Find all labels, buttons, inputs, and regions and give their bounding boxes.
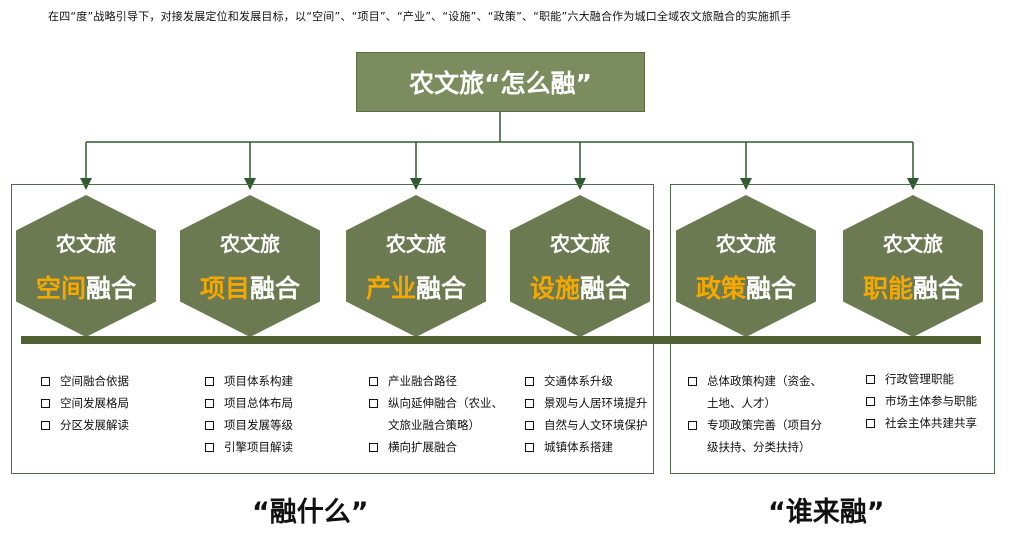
hex-rest: 融合 <box>250 273 301 303</box>
hex-rest: 融合 <box>86 273 137 303</box>
list-function: 行政管理职能 市场主体参与职能 社会主体共建共享 <box>866 368 977 434</box>
list-item: 项目发展等级 <box>205 414 293 436</box>
list-industry: 产业融合路径 纵向延伸融合（农业、 文旅业融合策略） 横向扩展融合 <box>369 370 503 458</box>
intro-text: 在四“度”战略引导下，对接发展定位和发展目标，以“空间”、“项目”、“产业”、“… <box>48 10 792 23</box>
list-item: 专项政策完善（项目分 级扶持、分类扶持） <box>688 414 822 458</box>
divider-band <box>21 336 981 344</box>
list-item: 纵向延伸融合（农业、 文旅业融合策略） <box>369 392 503 436</box>
hex-top-label: 农文旅 <box>56 231 116 256</box>
hex-rest: 融合 <box>913 273 964 303</box>
list-item: 行政管理职能 <box>866 368 977 390</box>
list-item-line: 土地、人才） <box>707 396 776 410</box>
hex-top-label: 农文旅 <box>386 231 446 256</box>
list-item: 总体政策构建（资金、 土地、人才） <box>688 370 822 414</box>
list-item: 项目总体布局 <box>205 392 293 414</box>
list-item: 分区发展解读 <box>41 414 129 436</box>
list-item-line: 文旅业融合策略） <box>388 418 480 432</box>
hex-highlight: 职能 <box>862 273 913 303</box>
list-item-line: 级扶持、分类扶持） <box>707 440 811 454</box>
hex-top-label: 农文旅 <box>550 231 610 256</box>
list-policy: 总体政策构建（资金、 土地、人才） 专项政策完善（项目分 级扶持、分类扶持） <box>688 370 822 458</box>
list-item-line: 总体政策构建（资金、 <box>707 374 822 388</box>
hex-highlight: 设施 <box>529 273 580 303</box>
right-group-frame <box>670 184 995 474</box>
hex-highlight: 政策 <box>695 273 746 303</box>
list-item: 项目体系构建 <box>205 370 293 392</box>
hex-highlight: 项目 <box>199 273 250 303</box>
hex-rest: 融合 <box>416 273 467 303</box>
hex-rest: 融合 <box>580 273 631 303</box>
hex-top-label: 农文旅 <box>883 231 943 256</box>
list-item: 自然与人文环境保护 <box>525 414 648 436</box>
list-item: 景观与人居环境提升 <box>525 392 648 414</box>
list-item: 横向扩展融合 <box>369 436 503 458</box>
list-item: 城镇体系搭建 <box>525 436 648 458</box>
list-space: 空间融合依据 空间发展格局 分区发展解读 <box>41 370 129 436</box>
hex-highlight: 空间 <box>35 273 86 303</box>
footer-left-label: “融什么” <box>252 497 369 528</box>
list-facility: 交通体系升级 景观与人居环境提升 自然与人文环境保护 城镇体系搭建 <box>525 370 648 458</box>
hex-top-label: 农文旅 <box>716 231 776 256</box>
main-title-box: 农文旅“怎么融” <box>356 52 645 112</box>
list-project: 项目体系构建 项目总体布局 项目发展等级 引擎项目解读 <box>205 370 293 458</box>
footer-right-label: “谁来融” <box>768 497 885 528</box>
list-item: 市场主体参与职能 <box>866 390 977 412</box>
list-item: 交通体系升级 <box>525 370 648 392</box>
list-item: 引擎项目解读 <box>205 436 293 458</box>
hex-highlight: 产业 <box>365 273 416 303</box>
list-item: 空间发展格局 <box>41 392 129 414</box>
hex-top-label: 农文旅 <box>220 231 280 256</box>
hex-rest: 融合 <box>746 273 797 303</box>
list-item: 空间融合依据 <box>41 370 129 392</box>
list-item-line: 纵向延伸融合（农业、 <box>388 396 503 410</box>
main-title: 农文旅“怎么融” <box>409 69 592 98</box>
list-item-line: 专项政策完善（项目分 <box>707 418 822 432</box>
left-group-frame <box>11 184 654 474</box>
list-item: 社会主体共建共享 <box>866 412 977 434</box>
list-item: 产业融合路径 <box>369 370 503 392</box>
